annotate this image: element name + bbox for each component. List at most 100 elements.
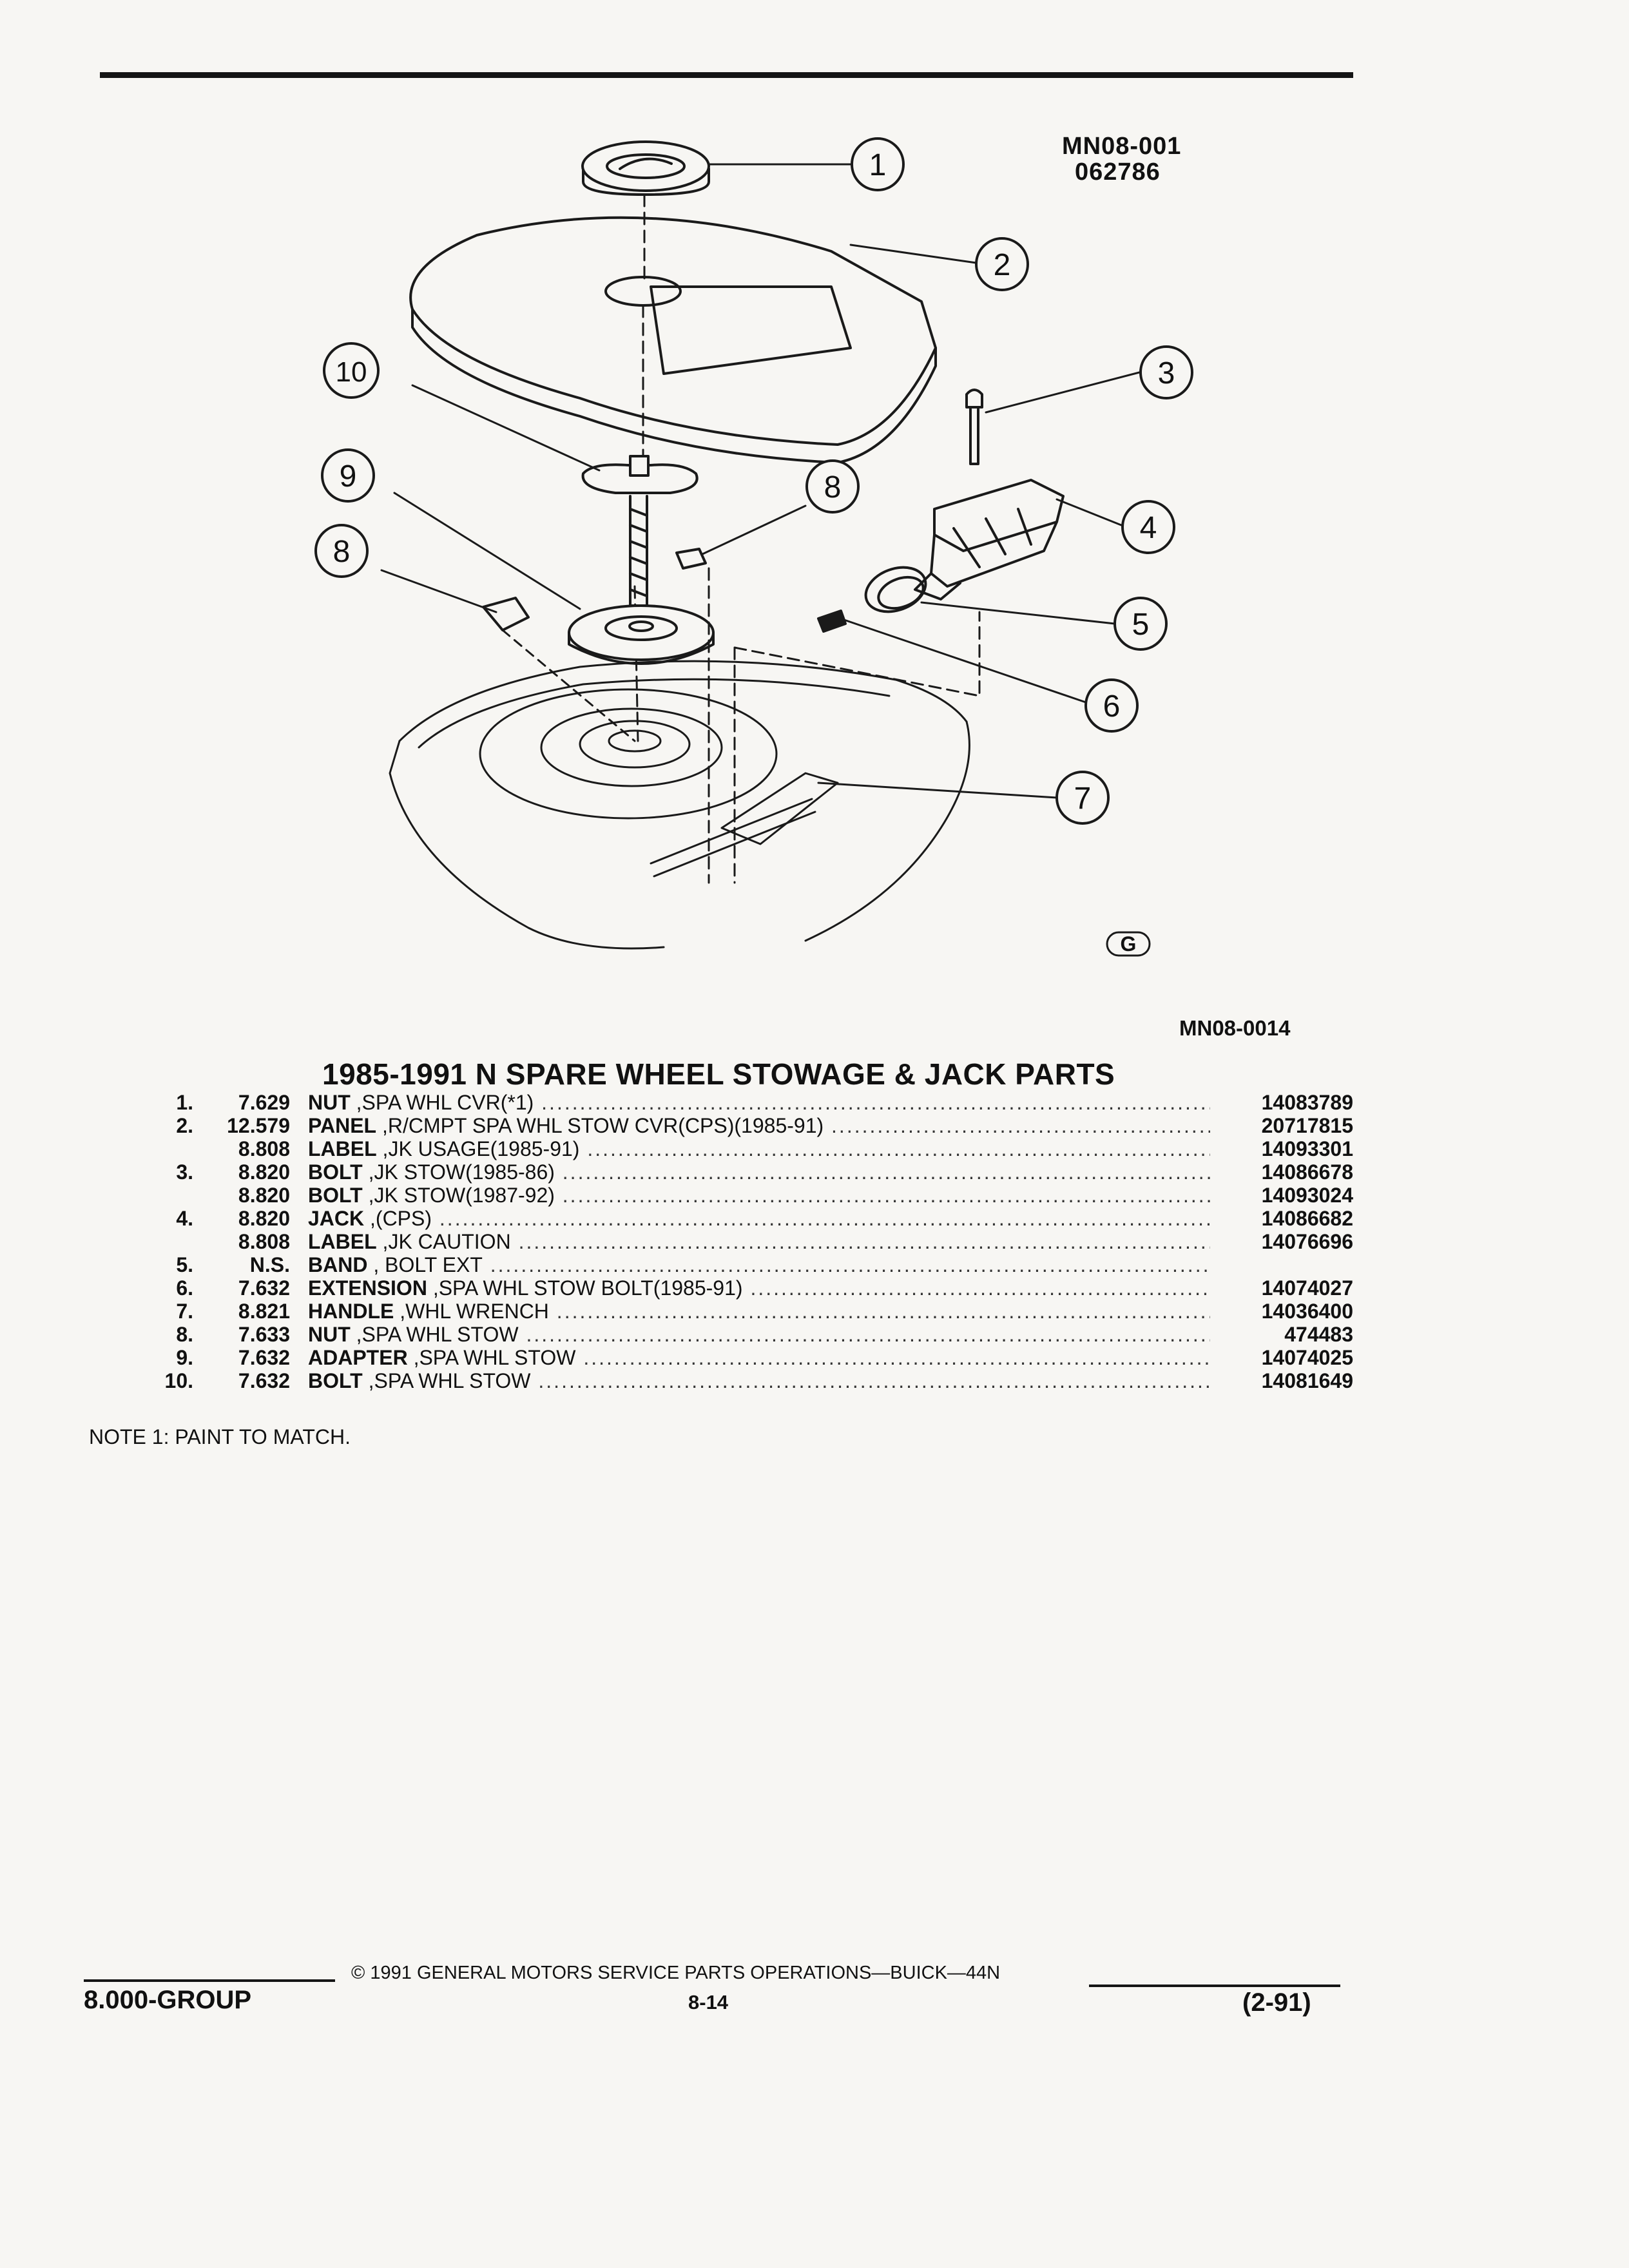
part-cover-nut xyxy=(581,140,710,196)
part-number: 14081649 xyxy=(1218,1369,1353,1392)
part-desc: LABEL ,JK USAGE(1985-91) xyxy=(308,1137,1210,1160)
parts-row: 6. 7.632 EXTENSION ,SPA WHL STOW BOLT(19… xyxy=(148,1276,1353,1300)
part-detail: ,JK CAUTION xyxy=(382,1230,511,1253)
callout-7: 7 xyxy=(1055,771,1110,825)
part-nut-right xyxy=(675,548,707,570)
part-detail: ,JK USAGE(1985-91) xyxy=(382,1137,580,1160)
svg-text:7: 7 xyxy=(1074,782,1092,816)
parts-row: 1. 7.629 NUT ,SPA WHL CVR(*1) 14083789 xyxy=(148,1091,1353,1114)
callout-5: 5 xyxy=(1113,597,1168,651)
gm-logo: G xyxy=(1106,931,1151,957)
part-number: 474483 xyxy=(1218,1323,1353,1346)
note: NOTE 1: PAINT TO MATCH. xyxy=(89,1425,351,1448)
svg-text:3: 3 xyxy=(1158,356,1175,390)
part-code: 7.629 xyxy=(238,1091,290,1114)
svg-text:5: 5 xyxy=(1132,608,1150,642)
part-desc: BAND , BOLT EXT xyxy=(308,1253,1210,1276)
part-detail: ,SPA WHL STOW xyxy=(368,1369,531,1392)
svg-text:4: 4 xyxy=(1140,511,1157,545)
svg-text:9: 9 xyxy=(340,459,357,494)
part-adapter xyxy=(568,604,715,665)
part-name: NUT xyxy=(308,1091,351,1114)
top-rule xyxy=(100,72,1353,78)
part-name: LABEL xyxy=(308,1230,377,1253)
parts-row: 8. 7.633 NUT ,SPA WHL STOW 474483 xyxy=(148,1323,1353,1346)
part-desc: BOLT ,SPA WHL STOW xyxy=(308,1369,1210,1392)
svg-text:10: 10 xyxy=(336,356,367,388)
part-desc: JACK ,(CPS) xyxy=(308,1207,1210,1230)
footer-copyright: © 1991 GENERAL MOTORS SERVICE PARTS OPER… xyxy=(351,1963,1001,1983)
part-code: 7.633 xyxy=(238,1323,290,1346)
part-desc: BOLT ,JK STOW(1985-86) xyxy=(308,1160,1210,1184)
part-num: 9. xyxy=(176,1346,193,1369)
callout-1: 1 xyxy=(851,137,905,191)
parts-row: 4. 8.820 JACK ,(CPS) 14086682 xyxy=(148,1207,1353,1230)
parts-row: 3. 8.820 BOLT ,JK STOW(1985-86) 14086678 xyxy=(148,1160,1353,1184)
svg-text:2: 2 xyxy=(994,248,1011,282)
part-name: JACK xyxy=(308,1207,365,1230)
callout-8-right: 8 xyxy=(805,459,860,514)
part-detail: ,WHL WRENCH xyxy=(400,1300,549,1323)
callout-4: 4 xyxy=(1121,500,1175,554)
part-code: 7.632 xyxy=(238,1346,290,1369)
part-detail: ,R/CMPT SPA WHL STOW CVR(CPS)(1985-91) xyxy=(381,1114,824,1137)
part-desc: BOLT ,JK STOW(1987-92) xyxy=(308,1184,1210,1207)
part-name: BOLT xyxy=(308,1184,363,1207)
figure-id: MN08-0014 xyxy=(1179,1016,1291,1040)
part-detail: ,JK STOW(1987-92) xyxy=(368,1184,555,1207)
part-name: LABEL xyxy=(308,1137,377,1160)
part-code: 7.632 xyxy=(238,1369,290,1392)
part-code: 8.820 xyxy=(238,1207,290,1230)
part-desc: NUT ,SPA WHL STOW xyxy=(308,1323,1210,1346)
part-detail: ,SPA WHL STOW xyxy=(356,1323,519,1346)
parts-row: 2. 12.579 PANEL ,R/CMPT SPA WHL STOW CVR… xyxy=(148,1114,1353,1137)
part-number: 14036400 xyxy=(1218,1300,1353,1323)
part-name: ADAPTER xyxy=(308,1346,408,1369)
exploded-parts-diagram: 1 2 3 4 5 6 7 8 8 9 10 G xyxy=(314,137,1193,957)
part-cover-panel xyxy=(409,216,937,464)
figure-code-line1: MN08-001 xyxy=(1062,133,1182,160)
part-wing-bolt xyxy=(581,455,699,607)
part-number: 14074025 xyxy=(1218,1346,1353,1369)
part-detail: ,JK STOW(1985-86) xyxy=(368,1160,555,1184)
part-name: NUT xyxy=(308,1323,351,1346)
part-number: 14086682 xyxy=(1218,1207,1353,1230)
svg-text:8: 8 xyxy=(824,470,842,505)
svg-text:G: G xyxy=(1121,932,1137,956)
part-number: 14086678 xyxy=(1218,1160,1353,1184)
part-name: BOLT xyxy=(308,1369,363,1392)
callout-6: 6 xyxy=(1084,678,1139,733)
part-code: 8.808 xyxy=(238,1137,290,1160)
part-desc: PANEL ,R/CMPT SPA WHL STOW CVR(CPS)(1985… xyxy=(308,1114,1210,1137)
part-num: 3. xyxy=(176,1160,193,1184)
part-code: 8.820 xyxy=(238,1160,290,1184)
part-number: 14074027 xyxy=(1218,1276,1353,1300)
parts-row: 8.808 LABEL ,JK USAGE(1985-91) 14093301 xyxy=(148,1137,1353,1160)
part-code: 8.808 xyxy=(238,1230,290,1253)
part-code: N.S. xyxy=(249,1253,290,1276)
parts-row: 7. 8.821 HANDLE ,WHL WRENCH 14036400 xyxy=(148,1300,1353,1323)
part-code: 7.632 xyxy=(238,1276,290,1300)
part-code: 8.820 xyxy=(238,1184,290,1207)
part-jack-bolt xyxy=(965,389,983,465)
part-number: 14093024 xyxy=(1218,1184,1353,1207)
part-band xyxy=(864,566,927,613)
callout-8-left: 8 xyxy=(314,524,369,578)
part-name: BOLT xyxy=(308,1160,363,1184)
part-desc: ADAPTER ,SPA WHL STOW xyxy=(308,1346,1210,1369)
page-title: 1985-1991 N SPARE WHEEL STOWAGE & JACK P… xyxy=(322,1057,1115,1091)
part-num: 10. xyxy=(164,1369,193,1392)
parts-row: 5. N.S. BAND , BOLT EXT xyxy=(148,1253,1353,1276)
parts-row: 8.820 BOLT ,JK STOW(1987-92) 14093024 xyxy=(148,1184,1353,1207)
footer-group: 8.000-GROUP xyxy=(84,1986,252,2014)
part-jack xyxy=(914,479,1065,601)
figure-code-line2: 062786 xyxy=(1075,159,1161,186)
part-num: 4. xyxy=(176,1207,193,1230)
svg-text:8: 8 xyxy=(333,535,351,569)
callout-10: 10 xyxy=(323,342,380,399)
parts-list: 1. 7.629 NUT ,SPA WHL CVR(*1) 14083789 2… xyxy=(148,1091,1353,1392)
part-extension xyxy=(817,610,847,633)
part-name: BAND xyxy=(308,1253,368,1276)
part-desc: NUT ,SPA WHL CVR(*1) xyxy=(308,1091,1210,1114)
svg-text:1: 1 xyxy=(869,148,887,182)
